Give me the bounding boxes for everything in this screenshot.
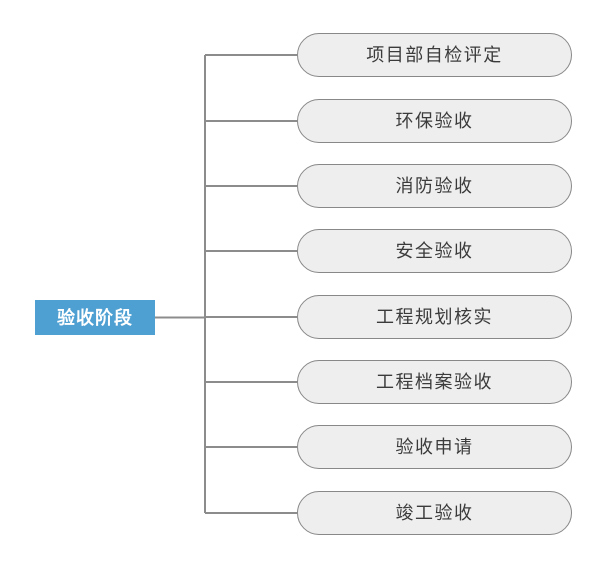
leaf-node[interactable]: 项目部自检评定 [297, 33, 572, 77]
root-node-acceptance-stage[interactable]: 验收阶段 [35, 300, 155, 335]
connector-lines [155, 54, 297, 514]
leaf-node-label: 竣工验收 [395, 503, 474, 523]
leaf-node-label: 环保验收 [395, 111, 474, 131]
leaf-node[interactable]: 环保验收 [297, 99, 572, 143]
leaf-node[interactable]: 竣工验收 [297, 491, 572, 535]
leaf-node[interactable]: 验收申请 [297, 425, 572, 469]
leaf-node-label: 工程档案验收 [376, 372, 493, 392]
root-node-label: 验收阶段 [57, 307, 133, 328]
leaf-node-label: 验收申请 [395, 437, 474, 457]
leaf-node-label: 项目部自检评定 [366, 45, 503, 65]
leaf-node-label: 消防验收 [395, 176, 474, 196]
leaf-node[interactable]: 消防验收 [297, 164, 572, 208]
leaf-node-label: 工程规划核实 [376, 307, 493, 327]
leaf-node[interactable]: 安全验收 [297, 229, 572, 273]
leaf-node-label: 安全验收 [395, 241, 474, 261]
leaf-node[interactable]: 工程规划核实 [297, 295, 572, 339]
leaf-node[interactable]: 工程档案验收 [297, 360, 572, 404]
